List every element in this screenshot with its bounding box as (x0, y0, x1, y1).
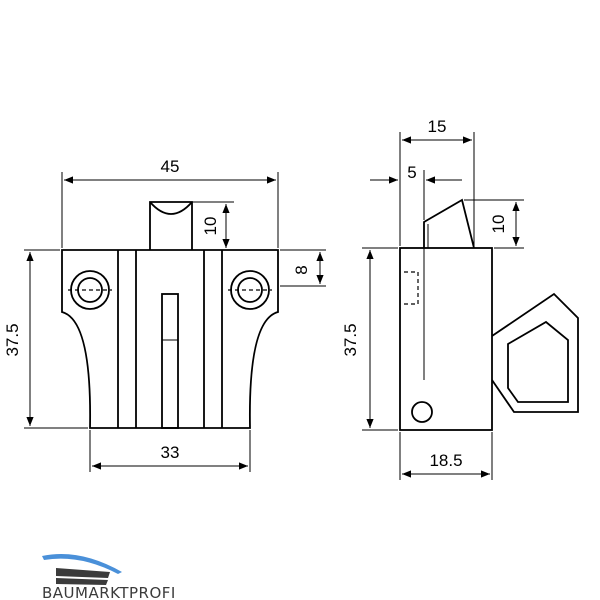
side-dim-height: 37.5 (341, 247, 398, 431)
side-dim-tip-label: 10 (489, 215, 508, 234)
front-dim-flange-label: 8 (292, 265, 311, 274)
baumarktprofi-logo: BAUMARKTPROFI (42, 554, 176, 600)
front-dim-width: 45 (61, 157, 279, 248)
front-latch (149, 201, 193, 250)
side-hook-outer (491, 292, 579, 413)
side-dim-offset: 5 (370, 163, 462, 220)
side-view: 15 5 10 37.5 18.5 (341, 117, 579, 480)
side-body (399, 247, 493, 431)
front-view: 45 10 8 37.5 33 (3, 157, 326, 472)
logo-roof-icon (42, 554, 122, 574)
front-dim-bottom-label: 33 (161, 443, 180, 462)
front-dim-latch: 10 (192, 201, 234, 251)
front-slot (161, 293, 179, 429)
side-dim-height-label: 37.5 (341, 323, 360, 356)
side-dim-width: 18.5 (399, 432, 493, 480)
right-screw-hole (228, 270, 272, 310)
front-dim-width-label: 45 (161, 157, 180, 176)
front-dim-flange: 8 (280, 249, 326, 287)
front-dim-height: 37.5 (3, 249, 88, 429)
side-latch-tip (423, 198, 475, 249)
side-dim-top: 15 (399, 117, 475, 246)
logo-bars-icon (56, 568, 110, 585)
front-body (61, 249, 279, 429)
side-dim-offset-label: 5 (407, 163, 416, 182)
side-dim-tip: 10 (464, 199, 524, 249)
side-dim-top-label: 15 (428, 117, 447, 136)
side-hook-inner (507, 320, 569, 403)
logo-text: BAUMARKTPROFI (42, 584, 176, 600)
side-dim-width-label: 18.5 (429, 451, 462, 470)
front-dim-latch-label: 10 (201, 217, 220, 236)
left-screw-hole (68, 270, 112, 310)
front-dim-height-label: 37.5 (3, 323, 22, 356)
front-dim-bottom: 33 (89, 430, 251, 472)
side-hole (411, 401, 433, 423)
